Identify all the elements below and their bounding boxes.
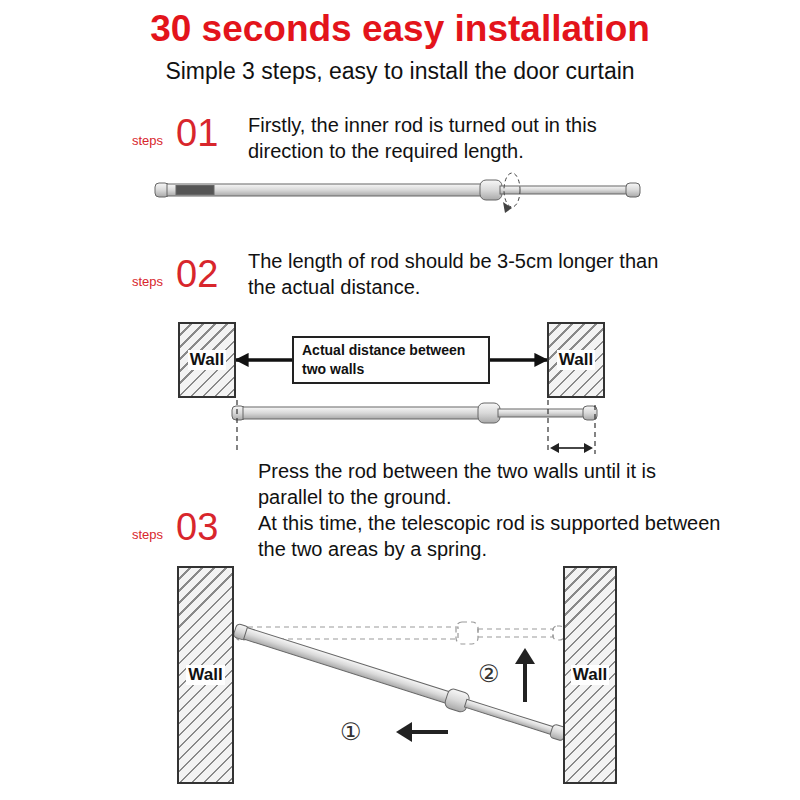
- dimension-lines: [237, 400, 595, 454]
- step-word: steps: [132, 133, 163, 148]
- step-text: Firstly, the inner rod is turned out in …: [248, 112, 668, 164]
- rod: [232, 403, 597, 423]
- distance-arrow: [236, 358, 292, 362]
- step-text: The length of rod should be 3-5cm longer…: [248, 248, 668, 300]
- wall-block: Wall: [178, 322, 236, 398]
- step-number: 01: [176, 114, 218, 152]
- step-number: 03: [176, 508, 218, 546]
- subtitle: Simple 3 steps, easy to install the door…: [0, 58, 800, 85]
- callout-number: ①: [340, 720, 362, 744]
- callout-number: ②: [478, 662, 500, 686]
- wall-label: Wall: [186, 665, 224, 685]
- box-label: Actual distance between two walls: [302, 341, 480, 379]
- step-word: steps: [132, 527, 163, 542]
- step-text: At this time, the telescopic rod is supp…: [258, 510, 733, 562]
- step-number: 02: [176, 255, 218, 293]
- rod: [155, 173, 640, 213]
- distance-box: Actual distance between two walls: [292, 336, 490, 384]
- wall-label: Wall: [557, 350, 595, 370]
- wall-block: Wall: [177, 566, 234, 784]
- step-word: steps: [132, 274, 163, 289]
- wall-block: Wall: [547, 322, 605, 398]
- wall-block: Wall: [563, 566, 617, 784]
- motion-arrows: [396, 648, 535, 742]
- rod: [232, 620, 568, 744]
- wall-label: Wall: [188, 350, 226, 370]
- distance-arrow: [490, 358, 547, 362]
- step-text: Press the rod between the two walls unti…: [258, 458, 708, 510]
- title: 30 seconds easy installation: [0, 8, 800, 50]
- wall-label: Wall: [571, 665, 609, 685]
